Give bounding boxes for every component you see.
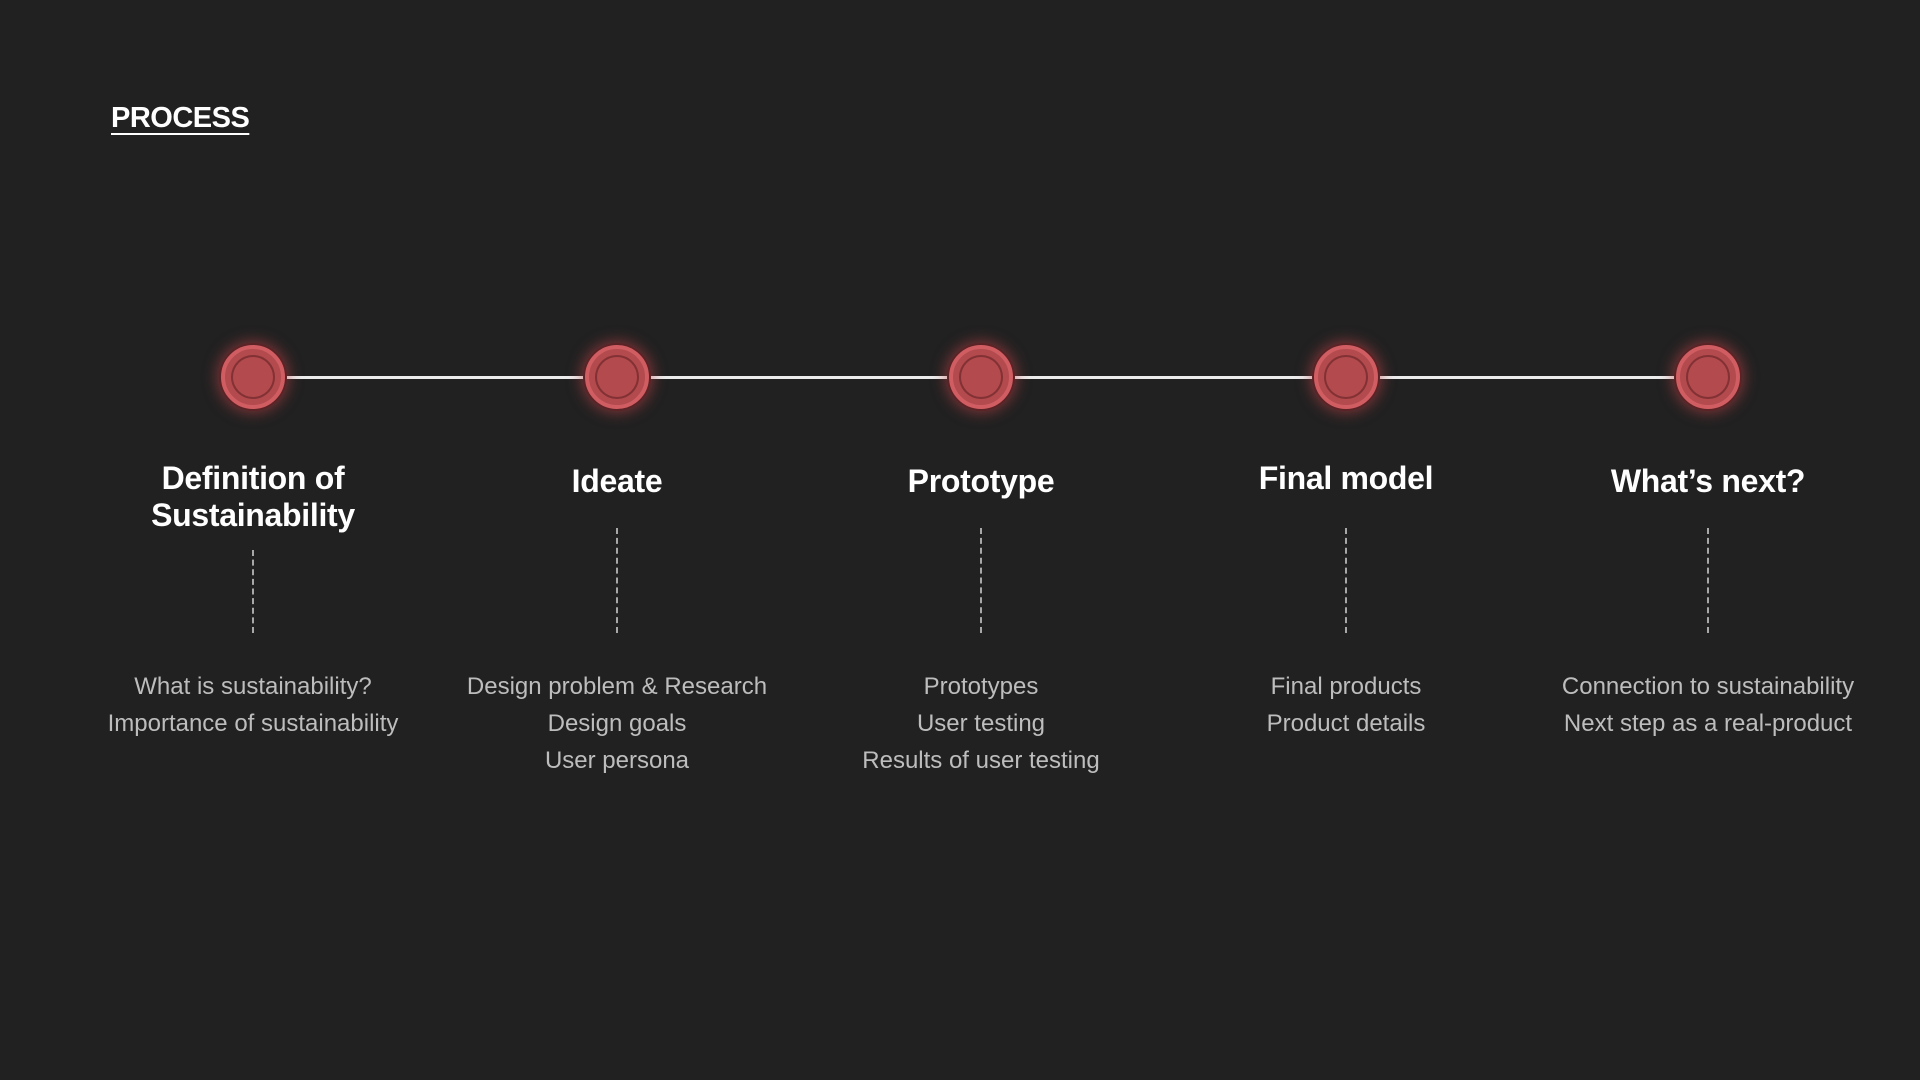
timeline-connector-line: [647, 376, 951, 379]
step-title: Definition of Sustainability: [151, 460, 355, 533]
step-detail-item: Final products: [1270, 673, 1422, 700]
timeline-node-core: [1686, 355, 1730, 399]
timeline-connector-line: [1011, 376, 1316, 379]
timeline-node: [585, 345, 649, 409]
timeline-node: [221, 345, 285, 409]
step-detail-item: Results of user testing: [862, 747, 1100, 774]
step-detail-item: Prototypes: [923, 673, 1039, 700]
timeline-node: [1676, 345, 1740, 409]
step-detail-item: Design problem & Research: [466, 673, 768, 700]
step-detail-item: Connection to sustainability: [1561, 673, 1855, 700]
dashed-connector: [1345, 528, 1347, 633]
timeline-node-core: [231, 355, 275, 399]
dashed-connector: [616, 528, 618, 633]
step-detail-item: Product details: [1266, 710, 1426, 737]
dashed-connector: [1707, 528, 1709, 633]
dashed-connector: [980, 528, 982, 633]
timeline-connector-line: [283, 376, 587, 379]
step-detail-item: User testing: [916, 710, 1046, 737]
timeline-node-core: [959, 355, 1003, 399]
step-detail-item: User persona: [544, 747, 690, 774]
page-title: PROCESS: [111, 102, 250, 134]
step-detail-list: What is sustainability? Importance of sus…: [83, 668, 423, 742]
step-detail-item: Next step as a real-product: [1563, 710, 1853, 737]
step-detail-item: What is sustainability?: [134, 673, 372, 700]
timeline-node-core: [595, 355, 639, 399]
step-detail-item: Importance of sustainability: [107, 710, 399, 737]
step-title: Ideate: [571, 463, 663, 499]
step-detail-item: Design goals: [547, 710, 687, 737]
step-title: What’s next?: [1610, 463, 1806, 499]
timeline-node-core: [1324, 355, 1368, 399]
timeline-connector-line: [1376, 376, 1678, 379]
step-title: Prototype: [907, 463, 1055, 499]
timeline-node: [1314, 345, 1378, 409]
timeline-node: [949, 345, 1013, 409]
step-title: Final model: [1258, 460, 1434, 496]
dashed-connector: [252, 550, 254, 633]
